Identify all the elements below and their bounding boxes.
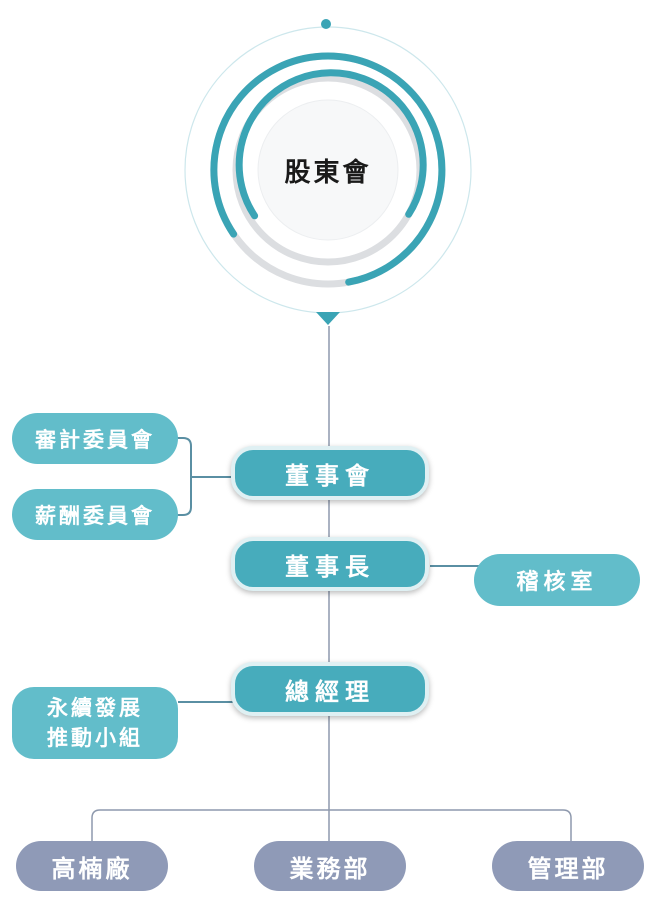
hub-teal-ring-inner: [235, 69, 427, 220]
dept-management-box: 管理部: [492, 841, 644, 891]
remuneration-committee-box: 薪酬委員會: [12, 489, 178, 540]
audit-committee-box: 審計委員會: [12, 413, 178, 464]
hub-teal-ring-outer: [210, 52, 446, 286]
hub-top-dot: [321, 19, 331, 29]
department-bar: [91, 809, 572, 843]
sustainability-group-line2: 推動小組: [47, 726, 143, 750]
dept-gaonan-plant-box: 高楠廠: [16, 841, 168, 891]
board-of-directors-box: 董事會: [231, 446, 429, 500]
sustainability-group-box: 永續發展 推動小組: [12, 687, 178, 759]
general-manager-box: 總經理: [231, 662, 429, 716]
internal-audit-office-box: 稽核室: [474, 554, 640, 606]
sustainability-group-line1: 永續發展: [47, 696, 143, 720]
hub-pointer-triangle: [316, 312, 340, 325]
shareholders-meeting-label: 股東會: [284, 157, 372, 188]
chairman-box: 董事長: [231, 537, 429, 591]
dept-sales-box: 業務部: [254, 841, 406, 891]
committee-bracket: [175, 437, 192, 516]
hub-inner-disc: [257, 99, 399, 241]
